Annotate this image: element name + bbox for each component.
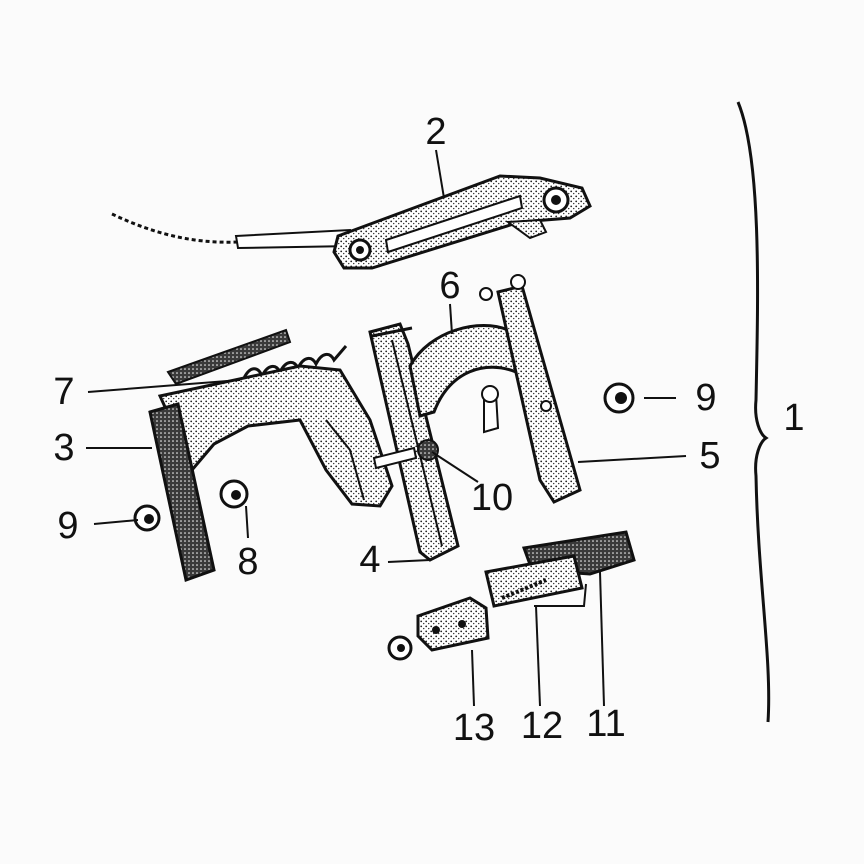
part-13-clamp xyxy=(387,596,490,661)
callout-9-left: 9 xyxy=(57,505,79,547)
callout-6: 6 xyxy=(439,265,461,307)
callout-8: 8 xyxy=(237,541,259,583)
callout-11: 11 xyxy=(586,703,626,745)
callout-4: 4 xyxy=(359,539,381,581)
callout-2: 2 xyxy=(425,111,447,153)
callout-3: 3 xyxy=(53,427,75,469)
callout-5: 5 xyxy=(699,435,721,477)
callout-12: 12 xyxy=(520,705,564,747)
callout-10: 10 xyxy=(470,477,514,519)
part-4-arm xyxy=(368,322,460,562)
callout-1: 1 xyxy=(783,397,805,439)
part-3-bracket xyxy=(148,364,394,582)
callout-9-right: 9 xyxy=(695,377,717,419)
part-10-bolt xyxy=(372,439,439,470)
leader-lines xyxy=(86,149,687,707)
callout-7: 7 xyxy=(53,371,75,413)
callout-13: 13 xyxy=(452,707,496,749)
part-2-lever xyxy=(332,174,592,270)
part-12-holder xyxy=(484,554,587,608)
nut-part-9-right xyxy=(603,382,635,414)
part-6-yoke xyxy=(408,324,518,418)
part-5-arm xyxy=(479,274,582,504)
group-brace xyxy=(736,101,771,723)
cable xyxy=(111,212,354,250)
nut-part-8 xyxy=(219,479,249,509)
nut-part-9-left xyxy=(133,504,161,532)
